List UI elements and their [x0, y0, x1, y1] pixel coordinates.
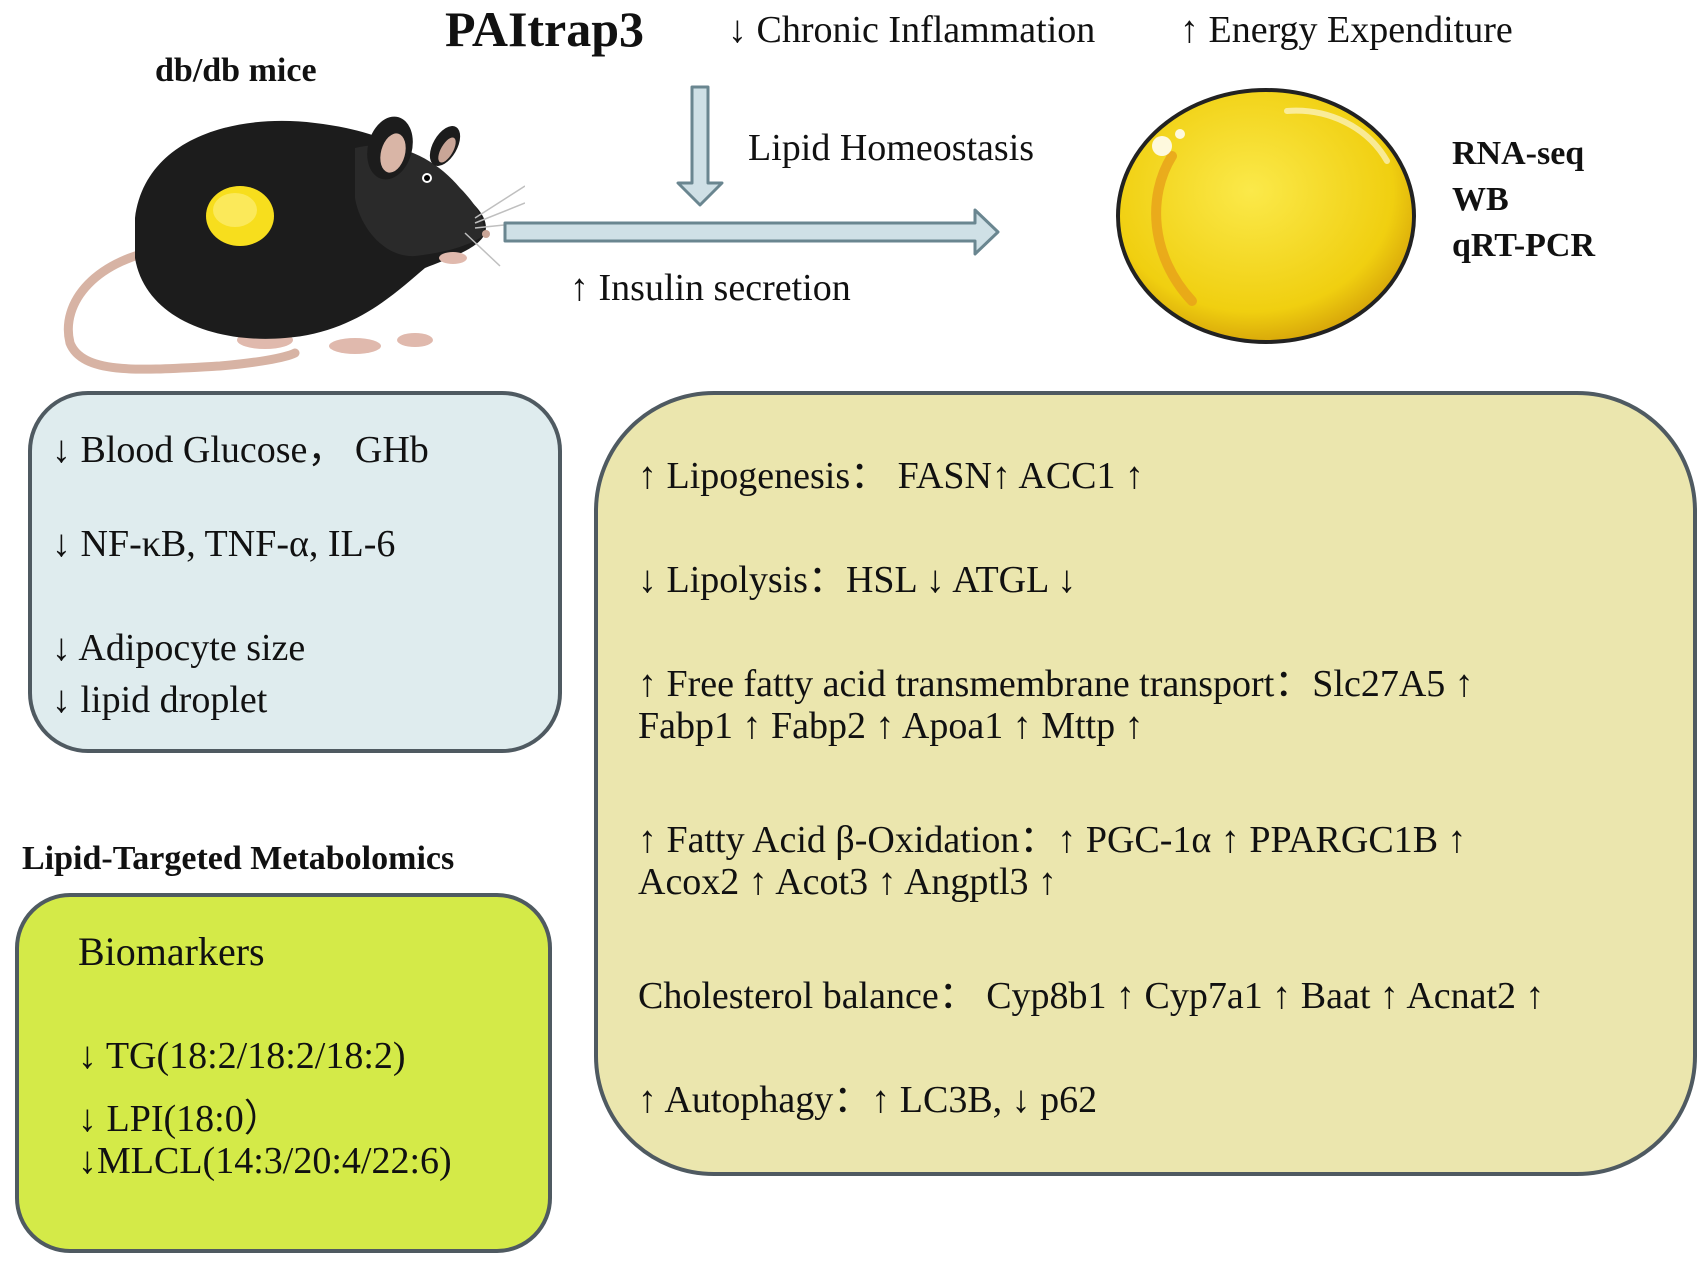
blue-line: ↓ NF-κB, TNF-α, IL-6 — [52, 523, 396, 565]
metabolomics-label: Lipid-Targeted Metabolomics — [22, 840, 455, 877]
mechanism-line: Fabp1 ↑ Fabp2 ↑ Apoa1 ↑ Mttp ↑ — [638, 705, 1144, 747]
biomarker-item: ↓MLCL(14:3/20:4/22:6) — [78, 1140, 452, 1182]
physiology-box — [28, 391, 562, 753]
mechanism-line: ↑ Free fatty acid transmembrane transpor… — [638, 663, 1474, 705]
lipid-homeostasis-label: Lipid Homeostasis — [748, 127, 1035, 169]
mouse-label: db/db mice — [155, 52, 317, 89]
mouse-illustration — [63, 116, 525, 374]
blue-line: ↓ Blood Glucose， GHb — [52, 429, 429, 471]
mechanism-line: Cholesterol balance： Cyp8b1 ↑ Cyp7a1 ↑ B… — [638, 975, 1545, 1017]
biomarkers-heading: Biomarkers — [78, 929, 265, 974]
biomarker-item: ↓ TG(18:2/18:2/18:2) — [78, 1035, 406, 1077]
method-rnaseq: RNA-seq — [1452, 135, 1585, 172]
insulin-label: ↑ Insulin secretion — [570, 267, 851, 309]
blue-line: ↓ lipid droplet — [52, 679, 268, 721]
lipid-droplet-icon — [1116, 88, 1416, 344]
mechanism-line: ↑ Autophagy：↑ LC3B, ↓ p62 — [638, 1079, 1098, 1121]
inflammation-effect: ↓ Chronic Inflammation — [728, 9, 1096, 51]
method-qrtpcr: qRT-PCR — [1452, 227, 1596, 264]
method-wb: WB — [1452, 181, 1509, 218]
title: PAItrap3 — [445, 1, 645, 57]
mechanism-box — [594, 391, 1697, 1176]
biomarkers-box — [15, 893, 552, 1253]
energy-effect: ↑ Energy Expenditure — [1180, 9, 1513, 51]
mechanism-line: ↑ Lipogenesis： FASN↑ ACC1 ↑ — [638, 455, 1145, 497]
mechanism-line: ↓ Lipolysis：HSL ↓ ATGL ↓ — [638, 559, 1077, 601]
blue-line: ↓ Adipocyte size — [52, 627, 306, 669]
mechanism-line: Acox2 ↑ Acot3 ↑ Angptl3 ↑ — [638, 861, 1058, 903]
biomarker-item: ↓ LPI(18:0） — [78, 1098, 282, 1140]
flow-arrows — [503, 85, 1000, 256]
mechanism-line: ↑ Fatty Acid β-Oxidation：↑ PGC-1α ↑ PPAR… — [638, 819, 1467, 861]
